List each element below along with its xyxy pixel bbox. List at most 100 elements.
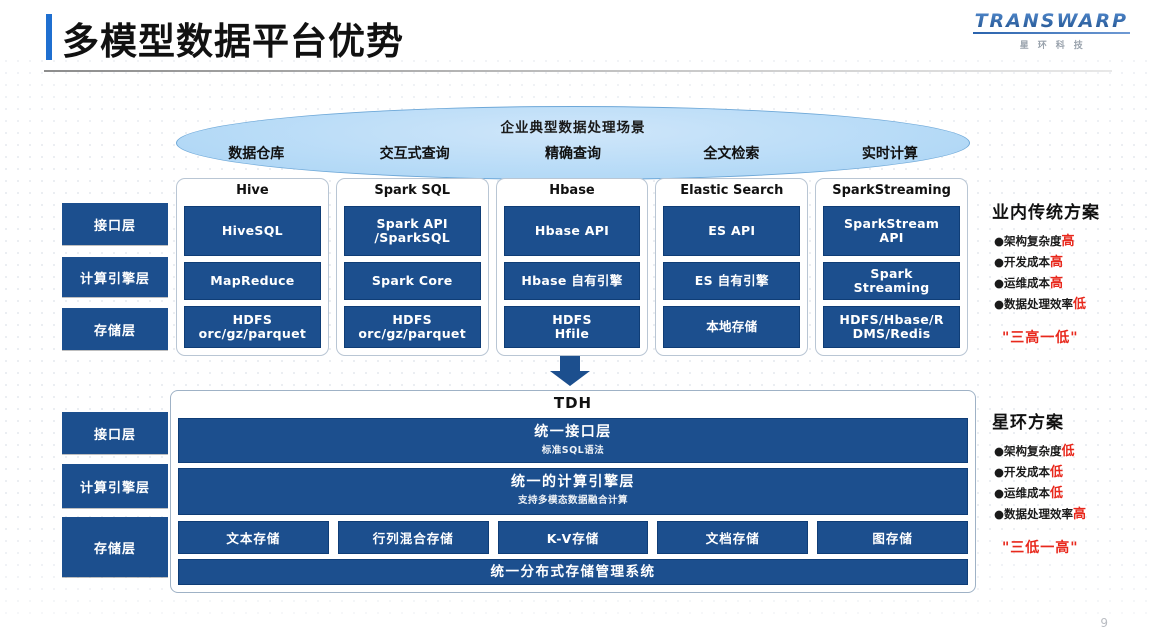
list-item: ●架构复杂度高 (994, 231, 1156, 252)
bullet-value: 高 (1061, 234, 1075, 249)
tdh-engine-subtitle: 支持多模态数据融合计算 (517, 494, 628, 506)
cell-engine: MapReduce (184, 262, 321, 300)
cell-interface: HiveSQL (184, 206, 321, 256)
traditional-column-elastic-search: Elastic Search ES API ES 自有引擎 本地存储 (655, 178, 809, 356)
tdh-layer-label-interface: 接口层 (62, 412, 168, 454)
transwarp-logo: TRANSWARP 星环科技 (972, 10, 1131, 51)
bullet-icon: ● (994, 507, 1005, 522)
notes-transwarp-list: ●架构复杂度低 ●开发成本低 ●运维成本低 ●数据处理效率高 (994, 441, 1156, 525)
notes-traditional-tagline: "三高一低" (1002, 330, 1079, 347)
scenario-item-precise-query: 精确查询 (545, 146, 602, 162)
bullet-text: 开发成本 (1004, 255, 1050, 270)
bullet-text: 运维成本 (1004, 276, 1050, 291)
cell-interface: Hbase API (503, 206, 641, 256)
bullet-value: 低 (1050, 465, 1064, 481)
bullet-value: 低 (1061, 444, 1075, 459)
scenario-item-interactive-query: 交互式查询 (379, 146, 450, 162)
tdh-layer-label-storage: 存储层 (62, 517, 168, 577)
bullet-icon: ● (994, 276, 1005, 291)
cell-engine: Hbase 自有引擎 (503, 262, 641, 300)
notes-traditional: 业内传统方案 ●架构复杂度高 ●开发成本高 ●运维成本高 ●数据处理效率低 "三… (992, 198, 1156, 347)
tdh-engine-title: 统一的计算引擎层 (511, 474, 635, 490)
cell-engine: ES 自有引擎 (663, 262, 801, 300)
scenario-list: 数据仓库 交互式查询 精确查询 全文检索 实时计算 (177, 143, 969, 163)
tdh-engine-layer: 统一的计算引擎层 支持多模态数据融合计算 (178, 468, 968, 515)
bullet-icon: ● (994, 297, 1005, 312)
notes-transwarp: 星环方案 ●架构复杂度低 ●开发成本低 ●运维成本低 ●数据处理效率高 "三低一… (992, 408, 1156, 557)
scenario-banner-title: 企业典型数据处理场景 (500, 120, 646, 136)
bullet-text: 架构复杂度 (1004, 444, 1062, 458)
storage-item-text: 文本存储 (178, 521, 329, 554)
scenario-item-full-text-search: 全文检索 (703, 146, 760, 162)
list-item: ●架构复杂度低 (994, 441, 1156, 462)
column-title: Hbase (549, 183, 595, 198)
column-title: Hive (236, 183, 269, 198)
bullet-icon: ● (994, 255, 1005, 270)
bullet-value: 低 (1073, 297, 1087, 313)
bullet-icon: ● (994, 234, 1005, 248)
bullet-icon: ● (994, 465, 1005, 480)
cell-storage: 本地存储 (663, 306, 801, 348)
list-item: ●开发成本低 (994, 462, 1156, 483)
list-item: ●数据处理效率高 (994, 504, 1156, 525)
traditional-column-spark-sql: Spark SQL Spark API/SparkSQL Spark Core … (335, 178, 489, 356)
bullet-text: 运维成本 (1004, 486, 1050, 501)
column-title: Elastic Search (680, 183, 784, 198)
title-divider (44, 70, 1112, 72)
cell-engine: Spark Core (343, 262, 481, 300)
tdh-storage-system-title: 统一分布式存储管理系统 (490, 563, 656, 580)
tdh-storage-items: 文本存储 行列混合存储 K-V存储 文档存储 图存储 (178, 521, 968, 554)
bullet-value: 高 (1050, 276, 1064, 292)
list-item: ●运维成本低 (994, 483, 1156, 504)
tdh-title: TDH (553, 394, 593, 412)
title-accent-bar (46, 14, 52, 60)
tdh-interface-title: 统一接口层 (534, 424, 612, 440)
bullet-value: 低 (1050, 486, 1064, 502)
bullet-text: 开发成本 (1004, 465, 1050, 480)
logo-subtitle: 星环科技 (1019, 41, 1092, 51)
down-arrow-icon (550, 356, 590, 386)
cell-interface: ES API (663, 206, 801, 256)
bullet-value: 高 (1073, 507, 1087, 523)
notes-traditional-list: ●架构复杂度高 ●开发成本高 ●运维成本高 ●数据处理效率低 (994, 231, 1156, 315)
tdh-interface-subtitle: 标准SQL语法 (541, 444, 605, 456)
tdh-storage-system: 统一分布式存储管理系统 (178, 559, 968, 585)
column-title: Spark SQL (374, 183, 451, 198)
tdh-platform-block: TDH 统一接口层 标准SQL语法 统一的计算引擎层 支持多模态数据融合计算 文… (170, 390, 976, 593)
top-layer-label-engine: 计算引擎层 (62, 257, 168, 297)
list-item: ●开发成本高 (994, 252, 1156, 273)
bullet-value: 高 (1050, 255, 1064, 271)
scenario-banner: 企业典型数据处理场景 数据仓库 交互式查询 精确查询 全文检索 实时计算 (176, 106, 970, 180)
storage-item-hybrid-row-column: 行列混合存储 (337, 521, 489, 554)
logo-wordmark: TRANSWARP (972, 10, 1131, 34)
storage-item-graph: 图存储 (817, 521, 968, 554)
cell-interface: Spark API/SparkSQL (343, 206, 481, 256)
bullet-text: 数据处理效率 (1004, 507, 1073, 522)
bullet-icon: ● (994, 444, 1005, 458)
scenario-item-data-warehouse: 数据仓库 (228, 146, 285, 162)
column-title: SparkStreaming (832, 183, 951, 198)
scenario-item-realtime-compute: 实时计算 (861, 146, 918, 162)
storage-item-kv: K-V存储 (497, 521, 649, 554)
bullet-text: 数据处理效率 (1004, 297, 1073, 312)
top-layer-label-interface: 接口层 (62, 203, 168, 245)
page-title: 多模型数据平台优势 (62, 20, 404, 63)
notes-transwarp-title: 星环方案 (992, 413, 1064, 433)
notes-transwarp-tagline: "三低一高" (1002, 540, 1079, 557)
bullet-text: 架构复杂度 (1004, 234, 1062, 248)
notes-traditional-title: 业内传统方案 (992, 203, 1100, 223)
top-layer-label-storage: 存储层 (62, 308, 168, 350)
bullet-icon: ● (994, 486, 1005, 501)
list-item: ●数据处理效率低 (994, 294, 1156, 315)
page-number: 9 (1100, 616, 1108, 630)
